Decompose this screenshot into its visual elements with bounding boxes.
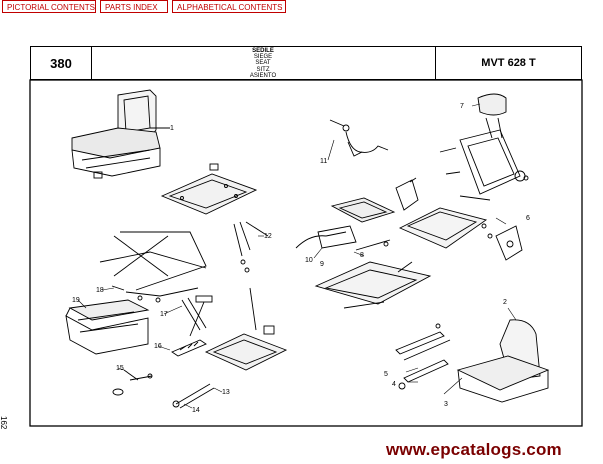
alphabetical-contents-button[interactable]: ALPHABETICAL CONTENTS (172, 0, 286, 13)
callout-19: 19 (72, 297, 80, 304)
seat-base-plate-drawing (160, 163, 258, 215)
knob-15-drawing (112, 369, 153, 396)
page-number: 380 (31, 47, 92, 79)
cable-11-drawing (329, 119, 389, 157)
callout-4: 4 (392, 381, 396, 388)
seat-assembly-drawing (71, 89, 170, 179)
slide-rails-drawing (295, 177, 488, 251)
callout-10: 10 (305, 257, 313, 264)
bolt-set-12-drawing (233, 221, 269, 273)
callout-5: 5 (384, 371, 388, 378)
callout-2: 2 (503, 299, 507, 306)
callout-6: 6 (526, 215, 530, 222)
callout-15: 15 (116, 365, 124, 372)
base-frame-8-drawing (314, 261, 432, 309)
parts-index-button[interactable]: PARTS INDEX (100, 0, 168, 13)
diagram-frame (29, 79, 583, 427)
title-it: SEDILE (252, 48, 274, 54)
callout-17: 17 (160, 311, 168, 318)
callout-8: 8 (360, 252, 364, 259)
side-page-number: 162 (0, 416, 8, 430)
callout-11: 11 (320, 158, 327, 165)
rails-4-5-drawing (395, 323, 451, 390)
shock-absorber-17-drawing (181, 295, 213, 337)
scissor-mechanism-drawing (99, 231, 207, 303)
seat-cushion-2-3-drawing (456, 319, 550, 403)
bracket-6-drawing (481, 223, 523, 261)
suspension-box-drawing (65, 299, 150, 355)
callout-18: 18 (96, 287, 104, 294)
section-title: SEDILE SIEGE SEAT SITZ ASIENTO (91, 47, 436, 79)
callout-12: 12 (264, 233, 272, 240)
callout-16: 16 (154, 343, 162, 350)
watermark-link[interactable]: www.epcatalogs.com (386, 440, 562, 459)
rod-14-drawing (172, 383, 215, 409)
spring-16-drawing (171, 339, 207, 357)
pictorial-contents-button[interactable]: PICTORIAL CONTENTS (2, 0, 96, 13)
title-fr: SIEGE (253, 54, 273, 61)
backrest-frame-7-drawing (439, 93, 529, 201)
callout-14: 14 (192, 407, 200, 414)
model-name: MVT 628 T (481, 57, 536, 69)
callout-13: 13 (222, 389, 230, 396)
title-de: SITZ (256, 66, 270, 73)
callout-3: 3 (444, 401, 448, 408)
title-en: SEAT (255, 60, 271, 67)
callout-1: 1 (170, 125, 174, 132)
lower-frame-13-drawing (204, 287, 288, 371)
title-es: ASIENTO (249, 72, 277, 79)
callout-9: 9 (320, 261, 324, 268)
callout-7: 7 (460, 103, 464, 110)
